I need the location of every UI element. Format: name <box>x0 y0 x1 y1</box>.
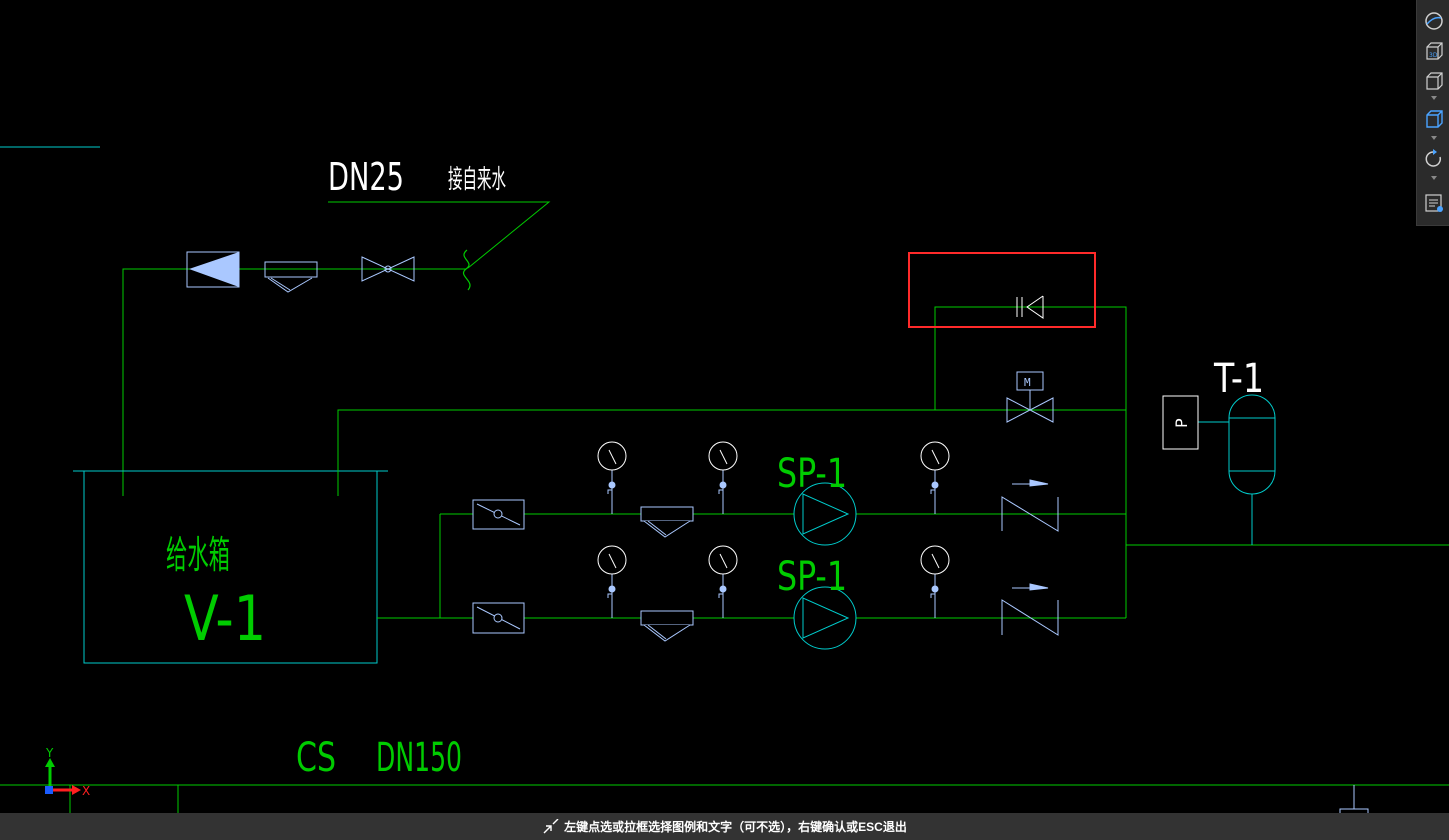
ucs-y-label: Y <box>45 746 54 760</box>
navigation-toolbar: 3D <box>1416 0 1449 226</box>
backflow-preventer-icon <box>186 251 240 288</box>
pressure-gauge-icon <box>708 545 738 618</box>
view-cube-blue-icon[interactable] <box>1423 108 1445 130</box>
view-3d-icon[interactable]: 3D <box>1423 40 1445 62</box>
ucs-x-label: X <box>82 784 90 798</box>
svg-text:3D: 3D <box>1429 52 1438 59</box>
tank-name-label: 给水箱 <box>166 533 230 577</box>
pipe-break-icon <box>463 249 471 291</box>
supply-pipe-label: DN25 <box>328 155 404 199</box>
pressure-tank-tag: T-1 <box>1213 356 1264 402</box>
pressure-gauge-icon <box>708 441 738 514</box>
pressure-tank[interactable] <box>1198 394 1276 545</box>
motorized-valve-icon[interactable] <box>1006 371 1054 423</box>
pressure-gauge-icon <box>920 545 950 618</box>
pump-icon[interactable] <box>793 482 857 546</box>
pump-tag-label: SP-1 <box>777 451 847 497</box>
outlet-pipe-label-cs: CS <box>296 735 336 781</box>
ucs-axis-icon <box>45 758 81 795</box>
check-valve-icon <box>1001 479 1059 532</box>
layer-list-icon[interactable] <box>1423 192 1445 214</box>
strainer-icon <box>640 506 694 538</box>
rotate-icon[interactable] <box>1423 148 1445 170</box>
relief-branch-pipe <box>934 306 1127 618</box>
pressure-switch-box[interactable] <box>1162 395 1199 450</box>
orbit-icon[interactable] <box>1423 10 1445 32</box>
bottom-valve-icon <box>1339 785 1369 816</box>
select-cursor-icon <box>543 818 559 833</box>
relief-valve-icon[interactable] <box>1016 295 1044 319</box>
flexible-joint-icon <box>472 499 525 530</box>
supply-pipe-note: 接自来水 <box>448 165 506 195</box>
pressure-gauge-icon <box>920 441 950 514</box>
flexible-joint-icon <box>472 602 525 634</box>
pump-icon[interactable] <box>793 586 857 650</box>
gate-valve-icon <box>361 256 415 282</box>
motor-valve-label: M <box>1024 376 1031 389</box>
tank-tag-label: V-1 <box>184 582 266 655</box>
check-valve-icon <box>1001 583 1059 636</box>
strainer-icon <box>640 610 694 642</box>
water-tank[interactable] <box>73 470 388 664</box>
suction-header-pipe <box>377 514 441 619</box>
strainer-icon <box>264 261 318 293</box>
command-prompt-bar: 左键点选或拉框选择图例和文字（可不选），右键确认或ESC退出 <box>0 813 1449 840</box>
pressure-switch-label: P <box>1172 418 1191 428</box>
command-prompt-text: 左键点选或拉框选择图例和文字（可不选），右键确认或ESC退出 <box>564 820 907 834</box>
pressure-gauge-icon <box>597 441 627 514</box>
outlet-pipe-label-dn: DN150 <box>376 735 462 781</box>
return-pipe <box>337 409 1126 496</box>
pressure-gauge-icon <box>597 545 627 618</box>
selection-highlight-box <box>908 252 1096 328</box>
pump-tag-label: SP-1 <box>777 554 847 600</box>
view-cube-icon[interactable] <box>1423 70 1445 92</box>
supply-leader-line <box>328 201 551 269</box>
supply-pipe <box>122 268 466 496</box>
